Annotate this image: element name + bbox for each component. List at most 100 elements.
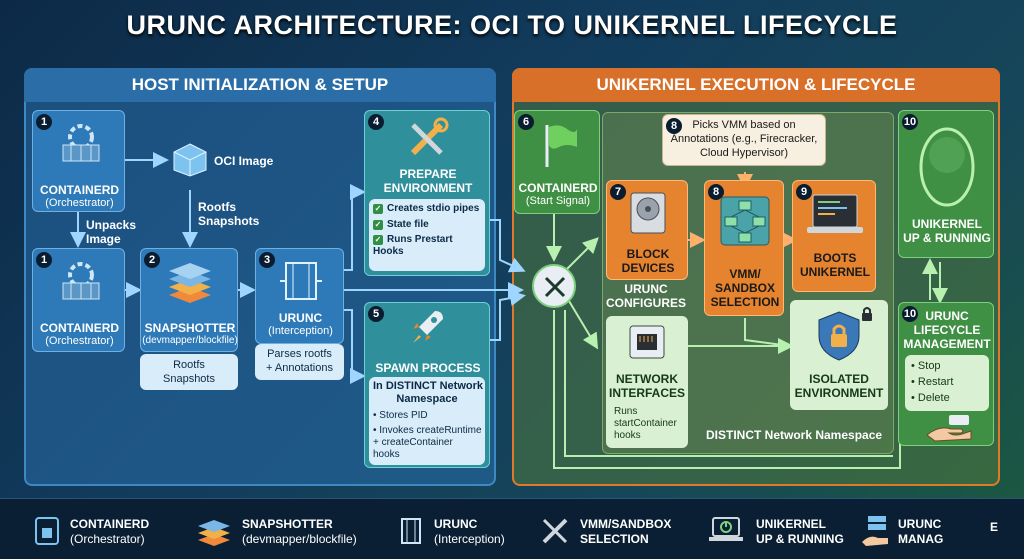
vmm-note: Picks VMM based on Annotations (e.g., Fi… <box>662 114 826 166</box>
up-running-node: 10 UNIKERNEL UP & RUNNING <box>898 110 994 258</box>
containerd-icon <box>62 262 100 300</box>
step-number: 10 <box>902 114 918 130</box>
network-interfaces-node: NETWORK INTERFACES Runs startContainer h… <box>606 316 688 448</box>
wrench-icon <box>544 276 566 298</box>
node-name: CONTAINERD <box>518 181 598 195</box>
node-name: SNAPSHOTTER <box>144 321 236 335</box>
legend-sub: MANAG <box>898 532 944 546</box>
legend-name: SNAPSHOTTER <box>242 517 333 531</box>
legend-item-unikernel: UNIKERNEL UP & RUNNING <box>708 514 848 550</box>
laptop-power-icon <box>709 517 743 541</box>
legend-sub: (devmapper/blockfile) <box>242 532 357 546</box>
tools-icon <box>410 117 449 156</box>
step-number: 5 <box>368 306 384 322</box>
step-number: 1 <box>36 252 52 268</box>
legend-name: URUNC <box>434 517 478 531</box>
node-name: CONTAINERD <box>39 183 120 197</box>
oci-image-label: OCI Image <box>214 154 274 168</box>
hard-drive-icon <box>630 192 666 234</box>
legend-sub: SELECTION <box>580 532 649 546</box>
page-title: URUNC ARCHITECTURE: OCI TO UNIKERNEL LIF… <box>126 10 898 40</box>
node-note: Runs startContainer hooks <box>614 406 677 441</box>
checklist-item: ✓Creates stdio pipes <box>373 203 480 214</box>
spawn-headline: In DISTINCT Network Namespace <box>373 380 484 405</box>
legend-name: VMM/SANDBOX <box>580 517 672 531</box>
containerd-start-node: 6 CONTAINERD (Start Signal) <box>514 110 600 214</box>
legend-trailing-text: E <box>990 520 999 534</box>
unikernel-header: UNIKERNEL EXECUTION & LIFECYCLE <box>512 68 1000 102</box>
oci-image-node: OCI Image <box>168 138 298 186</box>
node-name: NETWORK INTERFACES <box>608 372 685 400</box>
containerd-icon <box>62 124 100 162</box>
gate-icon <box>401 518 421 544</box>
legend-item-urunc: URUNC (Interception) <box>396 514 516 550</box>
flag-icon <box>545 125 577 167</box>
spawn-item: • Stores PID <box>373 410 428 421</box>
node-name: VMM/ SANDBOX SELECTION <box>710 267 780 309</box>
node-name: ISOLATED ENVIRONMENT <box>794 372 884 400</box>
node-name: URUNC <box>278 311 323 325</box>
legend-sub: (Orchestrator) <box>70 532 145 546</box>
legend-item-manage: URUNC MANAG <box>860 514 980 550</box>
server-hand-icon <box>862 516 888 546</box>
snapshotter-node: 2 SNAPSHOTTER (devmapper/blockfile) <box>140 248 238 352</box>
legend-sub: UP & RUNNING <box>756 532 844 546</box>
node-name: BOOTS UNIKERNEL <box>799 251 870 279</box>
checkbox-icon: ✓ <box>373 235 383 245</box>
prepare-environment-node: 4 PREPARE ENVIRONMENT ✓Creates stdio pip… <box>364 110 490 276</box>
host-header: HOST INITIALIZATION & SETUP <box>24 68 496 102</box>
step-number: 4 <box>368 114 384 130</box>
ethernet-port-icon <box>629 325 665 359</box>
node-name: UNIKERNEL UP & RUNNING <box>903 217 991 245</box>
unpacks-image-label: Unpacks Image <box>86 218 137 246</box>
step-number: 9 <box>796 184 812 200</box>
urunc-configures-hub <box>532 264 576 308</box>
legend-bar <box>0 498 1024 559</box>
step-number: 6 <box>518 114 534 130</box>
cube-icon <box>173 143 207 177</box>
lifecycle-restart: • Restart <box>911 376 954 388</box>
legend-sub: (Interception) <box>434 532 505 546</box>
lifecycle-stop: • Stop <box>911 360 941 372</box>
prepare-checklist: ✓Creates stdio pipes ✓State file ✓Runs P… <box>369 199 485 271</box>
node-name: SPAWN PROCESS <box>375 361 481 375</box>
node-sub: (Orchestrator) <box>45 197 114 209</box>
layers-icon <box>198 520 230 546</box>
legend-name: UNIKERNEL <box>756 517 827 531</box>
shield-lock-icon <box>818 311 860 361</box>
node-name: URUNC LIFECYCLE MANAGEMENT <box>903 309 991 351</box>
node-sub: (devmapper/blockfile) <box>142 335 238 346</box>
rootfs-snapshots-label: Rootfs Snapshots <box>198 200 260 228</box>
legend-item-vmm: VMM/SANDBOX SELECTION <box>540 514 690 550</box>
step-number: 8 <box>708 184 724 200</box>
spawn-details: In DISTINCT Network Namespace • Stores P… <box>369 377 485 465</box>
containerd-icon <box>35 517 59 545</box>
urunc-configures-label: URUNC CONFIGURES <box>605 282 686 310</box>
urunc-node: 3 URUNC (Interception) <box>255 248 344 344</box>
step-number: 8 <box>666 118 682 134</box>
urunc-note: Parses rootfs + Annotations <box>255 344 344 380</box>
step-number: 7 <box>610 184 626 200</box>
network-graph-icon <box>720 196 770 246</box>
rocket-icon <box>413 311 443 343</box>
containerd-bottom-node: 1 CONTAINERD (Orchestrator) <box>32 248 125 352</box>
checkbox-icon: ✓ <box>373 204 383 214</box>
boots-unikernel-node: 9 BOOTS UNIKERNEL <box>792 180 876 292</box>
node-sub: (Orchestrator) <box>45 335 114 347</box>
containerd-top-node: 1 CONTAINERD (Orchestrator) <box>32 110 125 212</box>
lifecycle-actions: • Stop • Restart • Delete <box>905 355 989 411</box>
block-devices-node: 7 BLOCK DEVICES <box>606 180 688 280</box>
node-sub: (Interception) <box>268 325 333 337</box>
padlock-icon <box>860 306 874 327</box>
checklist-item: ✓Runs Prestart Hooks <box>373 234 453 257</box>
hand-controller-icon <box>926 415 972 442</box>
node-sub: (Start Signal) <box>525 195 591 207</box>
node-name: BLOCK DEVICES <box>621 247 675 275</box>
node-name: CONTAINERD <box>39 321 120 335</box>
layers-icon <box>169 263 211 303</box>
legend-name: CONTAINERD <box>70 517 150 531</box>
legend-item-snapshotter: SNAPSHOTTER (devmapper/blockfile) <box>196 514 376 550</box>
snapshotter-note: Rootfs Snapshots <box>140 354 238 390</box>
spawn-item: • Invokes createRuntime + createContaine… <box>373 425 482 460</box>
step-number: 3 <box>259 252 275 268</box>
